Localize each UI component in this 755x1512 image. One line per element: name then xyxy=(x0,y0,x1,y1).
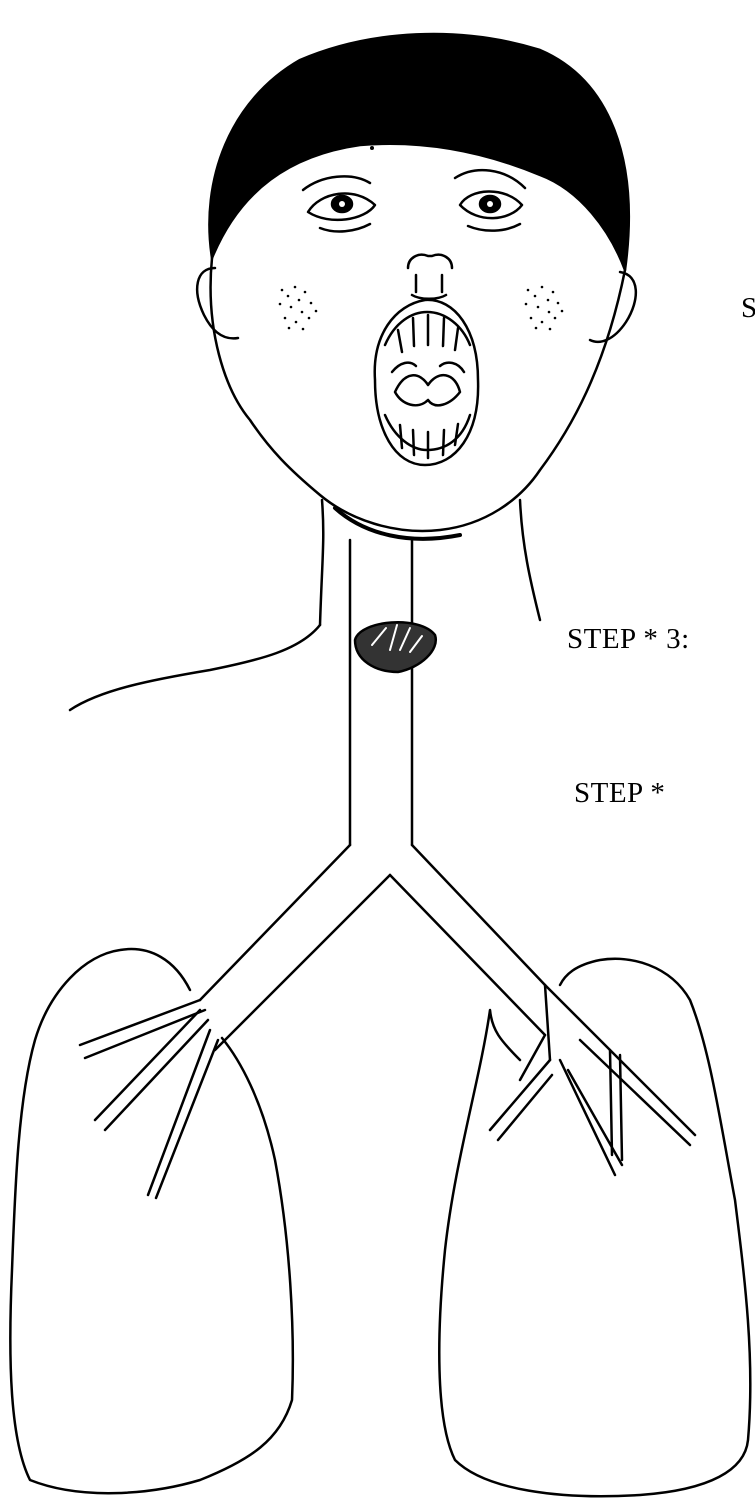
step-label-partial: STEP * xyxy=(574,777,665,810)
neck-right xyxy=(520,500,540,620)
right-lung xyxy=(439,959,750,1496)
bronchus-right xyxy=(412,845,545,985)
cheek-blush xyxy=(279,286,564,331)
step-label-partial-top: S xyxy=(741,292,755,325)
bronchus-left xyxy=(200,845,350,1000)
left-eyebrow xyxy=(303,176,370,190)
head-outline xyxy=(211,258,625,531)
step-3-label: STEP * 3: xyxy=(567,623,690,656)
chin-line xyxy=(335,508,460,539)
neck-left xyxy=(320,500,323,625)
right-ear xyxy=(590,272,636,342)
nose xyxy=(408,255,452,268)
shoulder-line xyxy=(70,625,320,710)
left-ear xyxy=(197,268,238,338)
right-eyebrow xyxy=(455,170,525,188)
hair-shape xyxy=(209,34,628,270)
